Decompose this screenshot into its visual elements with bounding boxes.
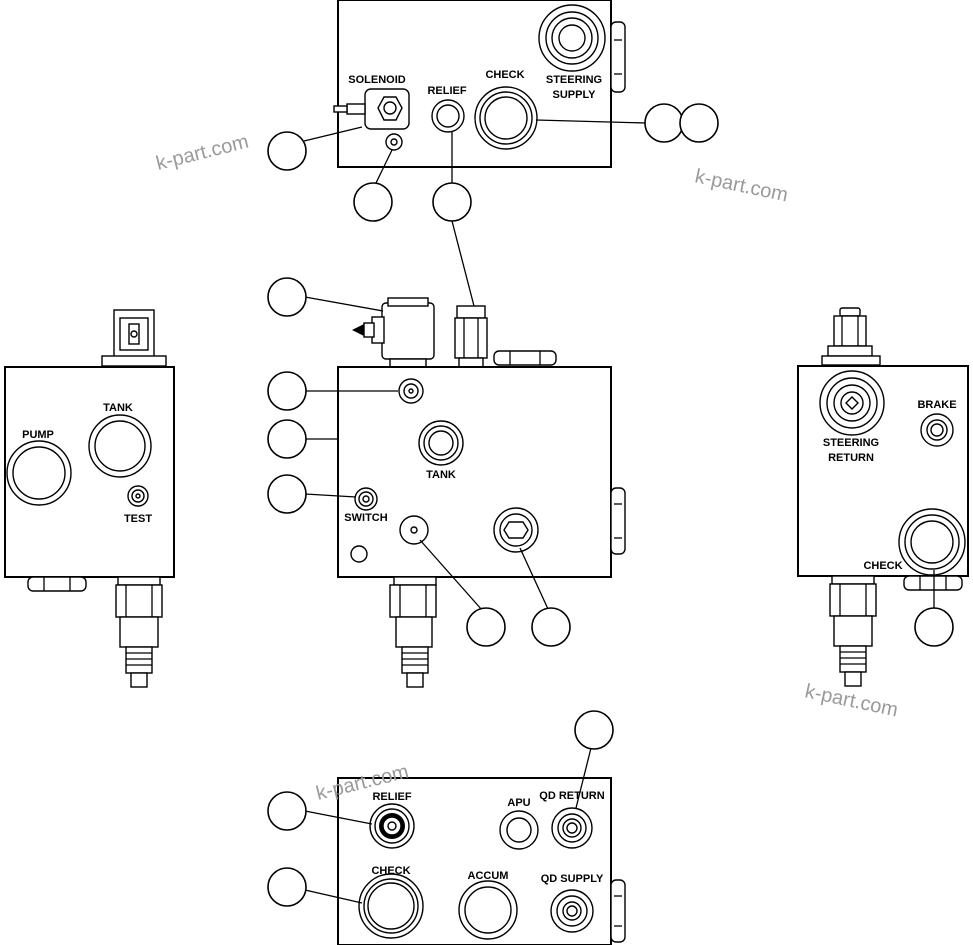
callout-bubble [267,791,307,831]
center-switch-port [354,487,378,511]
left-view: TANK PUMP TEST [4,309,175,688]
qd-supply-port [550,889,594,933]
callout-bubble [267,371,307,411]
left-pump-port [6,440,72,506]
left-test-port [127,485,149,507]
label-relief-top: RELIEF [427,85,466,97]
check-port [474,86,538,150]
label-tank-left: TANK [103,402,133,414]
label-steering-return-1: STEERING [823,437,879,449]
callout-bubble [644,103,684,143]
center-relief-cartridge [454,305,488,368]
callout-bubble [574,710,614,750]
bottom-check-port [358,873,424,939]
accum-port [458,880,518,940]
brake-port [920,413,954,447]
center-plug [493,507,539,553]
label-relief-bottom: RELIEF [372,791,411,803]
center-solenoid [352,297,435,368]
center-tank-port [418,420,464,466]
label-apu: APU [507,797,530,809]
callout-bubble [466,607,506,647]
label-qd-supply: QD SUPPLY [541,873,604,885]
label-steering-supply-1: STEERING [546,74,602,86]
top-side-fitting [610,21,626,93]
right-top-cartridge [821,307,881,366]
label-check-right: CHECK [863,560,902,572]
bottom-relief-port [369,803,415,849]
left-cartridge-hex [115,584,163,618]
left-tank-port [88,414,152,478]
relief-port [431,99,465,133]
watermark: k-part.com [693,165,790,206]
solenoid-valve [333,88,410,130]
steering-return-port [819,370,885,436]
label-qd-return: QD RETURN [539,790,604,802]
watermark: k-part.com [154,131,251,175]
label-switch: SWITCH [344,512,387,524]
label-brake: BRAKE [917,399,956,411]
callout-bubble [679,103,719,143]
label-check-top: CHECK [485,69,524,81]
callout-bubble [267,131,307,171]
label-solenoid: SOLENOID [348,74,406,86]
callout-bubble [531,607,571,647]
steering-supply-port [538,4,606,72]
label-test: TEST [124,513,152,525]
apu-port [499,810,539,850]
label-steering-supply-2: SUPPLY [552,89,596,101]
right-view: STEERING RETURN BRAKE CHECK [797,307,969,687]
center-manifold-block [337,366,612,578]
callout-bubble [267,277,307,317]
label-accum: ACCUM [468,870,509,882]
callout-bubble [914,607,954,647]
label-tank-center: TANK [426,469,456,481]
center-view: TANK SWITCH [267,220,626,688]
label-check-bottom: CHECK [371,865,410,877]
callout-bubble [267,867,307,907]
label-steering-return-2: RETURN [828,452,874,464]
top-view: SOLENOID RELIEF CHECK STEERING SUPPLY [267,0,719,222]
bottom-view: RELIEF APU QD RETURN CHECK ACCUM QD SUPP… [267,710,626,945]
callout-bubble [267,474,307,514]
callout-bubble [353,182,393,222]
callout-bubble [267,419,307,459]
qd-return-port [551,807,593,849]
right-check-port [898,508,966,576]
label-pump: PUMP [22,429,54,441]
callout-bubble [432,182,472,222]
